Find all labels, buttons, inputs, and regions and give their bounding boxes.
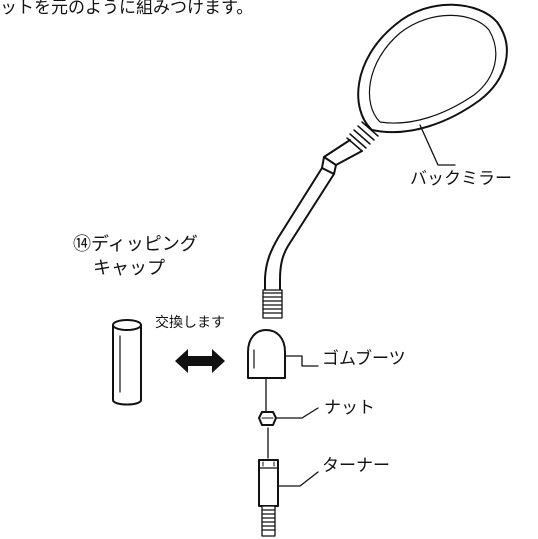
mirror-joint xyxy=(346,121,379,152)
nut-part xyxy=(258,411,277,426)
turner-label: ターナー xyxy=(322,456,390,476)
nut-leader xyxy=(275,407,319,419)
arm-thread xyxy=(262,289,283,319)
dipping-cap-tube xyxy=(112,319,142,406)
double-arrow-icon xyxy=(175,349,225,373)
turner-part xyxy=(258,459,279,537)
header-text: ットを元のように組みつけます。 xyxy=(0,0,254,18)
exchange-label: 交換します xyxy=(155,315,225,331)
boot-leader xyxy=(284,355,319,367)
mirror-head xyxy=(357,3,508,134)
turner-leader xyxy=(277,471,319,487)
rubber-boot xyxy=(247,329,286,379)
mirror-glass-edge xyxy=(368,14,497,124)
nut-label: ナット xyxy=(324,398,375,418)
mirror-leader xyxy=(419,124,456,166)
dipping-cap-label-line1: ⑭ディッピング xyxy=(73,234,198,255)
dipping-cap-label-line2: キャップ xyxy=(93,258,165,279)
mirror-arm xyxy=(264,139,351,291)
rubber-boot-label: ゴムブーツ xyxy=(322,349,406,369)
mirror-label: バックミラー xyxy=(410,169,512,189)
